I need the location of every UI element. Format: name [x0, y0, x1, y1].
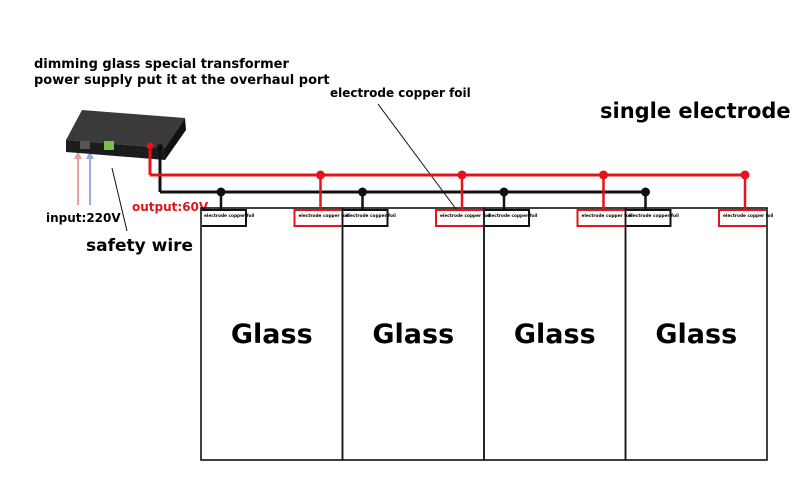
- red-junction-dot: [599, 170, 608, 180]
- single-electrode-title: single electrode: [600, 99, 791, 123]
- black-foil-tag-label: electrode copper foil: [629, 213, 680, 219]
- input-socket: [80, 141, 90, 149]
- red-foil-tag: [435, 209, 483, 227]
- glass-panel-label: Glass: [372, 319, 454, 350]
- black-junction-dot: [499, 187, 509, 197]
- black-foil-tag: [202, 209, 247, 227]
- glass-panel-1: Glass electrode copper foil electrode copp…: [200, 170, 350, 461]
- black-output-terminal: [157, 144, 163, 150]
- glass-panel-label: Glass: [655, 319, 737, 350]
- glass-panel-4: Glass electrode copper foil electrode copp…: [624, 170, 774, 461]
- electrode-copper-foil-callout: electrode copper foil: [330, 86, 471, 100]
- black-junction-dot: [216, 187, 226, 197]
- red-foil-tag-label: electrode copper foil: [723, 213, 774, 219]
- black-foil-tag-label: electrode copper foil: [346, 213, 397, 219]
- red-foil-tag: [576, 209, 625, 227]
- black-foil-tag-label: electrode copper foil: [204, 213, 255, 219]
- red-junction-dot: [457, 170, 467, 180]
- red-output-terminal: [146, 142, 154, 150]
- red-junction-dot: [316, 170, 325, 180]
- glass-panel-outline: [624, 207, 768, 461]
- transformer-caption-line2: power supply put it at the overhaul port: [34, 73, 330, 88]
- transformer-caption-line1: dimming glass special transformer: [34, 57, 289, 72]
- transformer-power-supply: [66, 110, 186, 160]
- green-terminal: [104, 141, 114, 150]
- glass-panel-2: Glass electrode copper foil electrode copp…: [341, 170, 491, 461]
- red-foil-tag-label: electrode copper foil: [440, 213, 491, 219]
- black-junction-dot: [641, 187, 650, 197]
- glass-panel-label: Glass: [514, 319, 596, 350]
- red-foil-tag-label: electrode copper foil: [299, 213, 350, 219]
- black-foil-tag-label: electrode copper foil: [487, 213, 538, 219]
- glass-panel-3: Glass electrode copper foil electrode copp…: [483, 170, 633, 461]
- input-arrows: [74, 151, 94, 205]
- safety-wire-label: safety wire: [86, 236, 193, 256]
- red-foil-tag: [718, 209, 766, 227]
- red-foil-tag: [293, 209, 342, 227]
- safety-wire-leader: [111, 167, 128, 232]
- black-foil-tag: [343, 209, 389, 227]
- output-voltage-label: output:60V: [132, 200, 209, 214]
- input-voltage-label: input:220V: [46, 211, 121, 225]
- black-foil-tag: [626, 209, 672, 227]
- glass-panel-label: Glass: [231, 319, 313, 350]
- red-junction-dot: [740, 170, 750, 180]
- red-foil-tag-label: electrode copper foil: [582, 213, 633, 219]
- black-foil-tag: [485, 209, 530, 227]
- black-junction-dot: [358, 187, 367, 197]
